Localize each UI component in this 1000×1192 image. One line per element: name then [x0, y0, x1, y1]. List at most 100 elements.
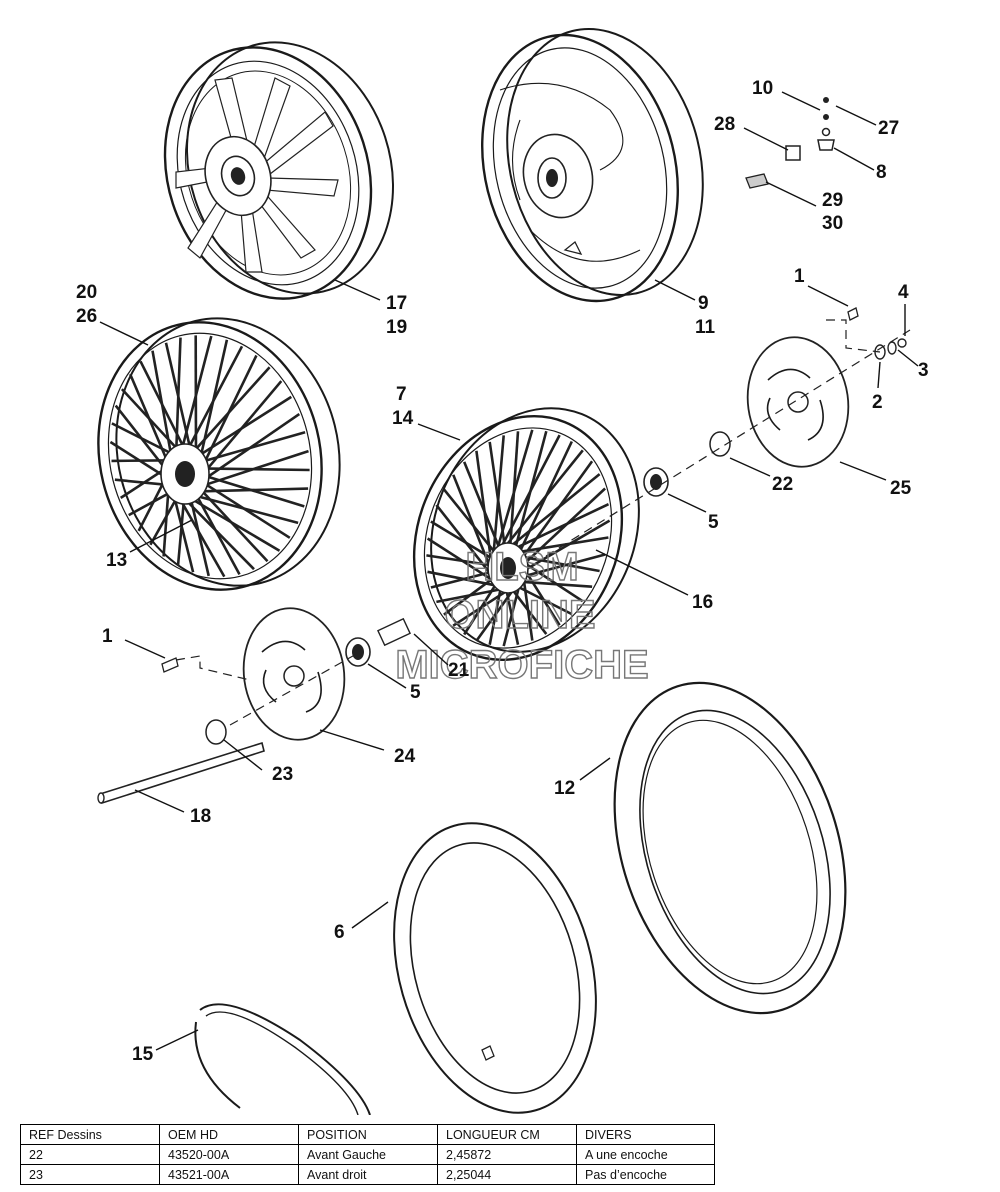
callout-2: 2 — [872, 392, 883, 413]
cell-ref: 23 — [20, 1164, 160, 1185]
wire-spoke — [194, 395, 292, 460]
callout-13: 13 — [106, 550, 127, 571]
wire-spoke — [491, 435, 505, 562]
wire-spoke — [200, 473, 305, 508]
parts-length-table: REF Dessins OEM HD POSITION LONGUEUR CM … — [20, 1124, 715, 1185]
header-position: POSITION — [298, 1124, 438, 1145]
callout-9: 9 — [698, 293, 709, 314]
cell-notes: Pas d’encoche — [576, 1164, 715, 1185]
wire-spoke — [517, 536, 609, 554]
cell-position: Avant droit — [298, 1164, 438, 1185]
solid-disc-wheel — [481, 28, 704, 303]
rim-strip — [194, 1003, 371, 1115]
callout-26: 26 — [76, 306, 97, 327]
wire-spoke — [198, 413, 301, 484]
callout-27: 27 — [878, 118, 899, 139]
brake-disc-left — [242, 607, 346, 741]
table-row: 23 43521-00A Avant droit 2,25044 Pas d’e… — [20, 1164, 715, 1185]
wire-spoke — [188, 492, 210, 577]
callout-1-left: 1 — [102, 626, 113, 647]
wire-spoke — [523, 519, 611, 572]
svg-text:MICROFICHE: MICROFICHE — [395, 643, 648, 687]
callout-5-right: 5 — [708, 512, 719, 533]
inner-tube — [393, 822, 597, 1114]
callout-4: 4 — [898, 282, 909, 303]
exploded-wheel-diagram: HLSM ONLINE MICROFICHE 17 19 — [76, 28, 929, 1115]
callout-8: 8 — [876, 162, 887, 183]
header-notes: DIVERS — [576, 1124, 715, 1145]
wire-spoke — [199, 479, 291, 539]
cell-ref: 22 — [20, 1144, 160, 1165]
wire-spoke — [521, 574, 534, 641]
wire-spoke — [502, 449, 584, 550]
assembly-axis-lines — [175, 319, 911, 726]
wire-spoke — [184, 345, 244, 455]
callout-25: 25 — [890, 478, 912, 499]
table-header-row: REF Dessins OEM HD POSITION LONGUEUR CM … — [20, 1124, 715, 1145]
callout-12: 12 — [554, 778, 575, 799]
header-oem: OEM HD — [159, 1124, 299, 1145]
tire — [613, 681, 847, 1015]
wire-spoke — [494, 429, 534, 557]
callout-24: 24 — [394, 746, 416, 767]
cell-position: Avant Gauche — [298, 1144, 438, 1165]
callout-14: 14 — [392, 408, 414, 429]
wire-spoke — [520, 555, 600, 573]
wire-spoke — [452, 586, 514, 627]
wire-spoke — [426, 537, 499, 585]
wire-spoke — [196, 485, 269, 563]
wire-spoke — [522, 567, 561, 626]
cell-notes: A une encoche — [576, 1144, 715, 1165]
callout-21: 21 — [448, 660, 470, 681]
cell-oem: 43520-00A — [159, 1144, 299, 1165]
wire-spoke — [427, 570, 503, 589]
callout-29: 29 — [822, 190, 843, 211]
callout-6: 6 — [334, 922, 345, 943]
callout-5-left: 5 — [410, 682, 421, 703]
callout-30: 30 — [822, 213, 843, 234]
cell-oem: 43521-00A — [159, 1164, 299, 1185]
wire-spoke — [129, 373, 172, 468]
wire-spoke — [522, 561, 584, 603]
laced-spoke-wheel-20-26 — [97, 317, 341, 591]
wire-spoke — [176, 493, 186, 566]
callout-16: 16 — [692, 592, 713, 613]
svg-text:ONLINE: ONLINE — [444, 593, 595, 637]
table-row: 22 43520-00A Avant Gauche 2,45872 A une … — [20, 1144, 715, 1165]
wire-spoke — [114, 404, 171, 475]
cast-spoke-wheel — [163, 41, 395, 300]
callout-22: 22 — [772, 474, 793, 495]
laced-spoke-wheel-7-14 — [412, 407, 640, 662]
wire-spoke — [507, 473, 601, 550]
cell-length: 2,45872 — [437, 1144, 577, 1165]
wire-spoke — [475, 450, 494, 568]
wire-spoke — [512, 503, 610, 551]
wire-spoke — [435, 504, 496, 581]
wire-spoke — [475, 583, 519, 642]
header-length: LONGUEUR CM — [437, 1124, 577, 1145]
wire-spoke — [452, 474, 494, 575]
front-axle — [97, 741, 265, 805]
wire-spoke — [436, 586, 508, 604]
callout-11: 11 — [695, 317, 716, 338]
callout-23: 23 — [272, 764, 293, 785]
callout-20: 20 — [76, 282, 97, 303]
callout-1-right: 1 — [794, 266, 805, 287]
valve-stem-parts — [745, 97, 835, 189]
wire-spoke — [109, 440, 171, 481]
wire-spoke — [497, 434, 561, 553]
wire-spoke — [111, 422, 178, 458]
callout-15: 15 — [132, 1044, 154, 1065]
svg-text:HLSM: HLSM — [465, 545, 578, 589]
callout-17: 17 — [386, 293, 407, 314]
callout-18: 18 — [190, 806, 211, 827]
callout-19: 19 — [386, 317, 407, 338]
callout-labels: 17 19 9 11 10 27 28 8 29 30 20 26 1 4 3 … — [76, 78, 929, 1065]
wire-spoke — [120, 388, 184, 456]
callout-10: 10 — [752, 78, 773, 99]
callout-7: 7 — [396, 384, 407, 405]
brake-disc-right — [746, 336, 850, 468]
wire-spoke — [192, 489, 241, 576]
hardware-left — [161, 617, 411, 745]
callout-3: 3 — [918, 360, 929, 381]
